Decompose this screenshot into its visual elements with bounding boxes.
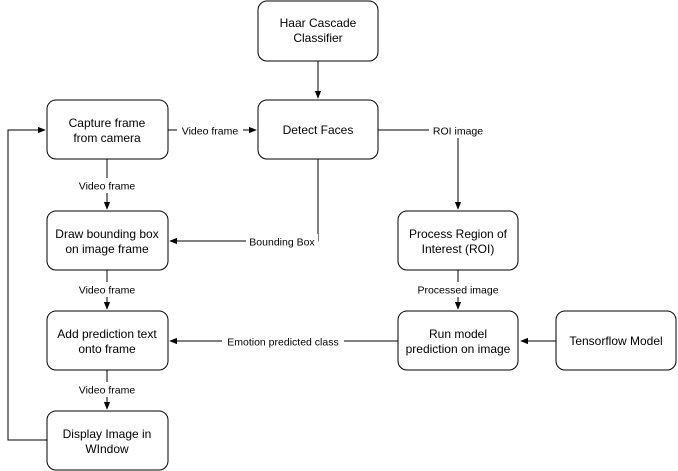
node-process-line1: Process Region of [409, 227, 508, 241]
edge-label-capture-detect: Video frame [177, 123, 243, 138]
node-process-roi: Process Region of Interest (ROI) [397, 210, 519, 271]
node-display-image: Display Image in WIndow [46, 410, 169, 471]
edge-label-detect-process: ROI image [429, 123, 488, 138]
node-run-model: Run model prediction on image [397, 310, 519, 371]
node-run-line2: prediction on image [406, 342, 511, 356]
edge-label-draw-add-text: Video frame [79, 285, 136, 297]
edge-label-capture-draw: Video frame [74, 178, 140, 193]
node-detect-faces: Detect Faces [257, 99, 379, 160]
node-capture-line2: from camera [73, 131, 141, 145]
node-add-line1: Add prediction text [57, 327, 157, 341]
node-add-line2: onto frame [78, 342, 136, 356]
node-display-line1: Display Image in [63, 427, 152, 441]
node-draw-line2: on image frame [65, 242, 149, 256]
node-haar-line2: Classifier [293, 31, 342, 45]
edge-label-capture-draw-text: Video frame [79, 181, 136, 193]
edge-label-detect-process-text: ROI image [433, 126, 483, 138]
edge-detect-to-process [378, 129, 462, 210]
edge-label-process-run: Processed image [412, 282, 504, 297]
node-add-prediction-text: Add prediction text onto frame [46, 310, 169, 371]
edge-label-run-add-text: Emotion predicted class [227, 337, 338, 349]
edge-label-run-add: Emotion predicted class [222, 334, 344, 349]
node-draw-bounding-box: Draw bounding box on image frame [46, 210, 169, 271]
edge-label-process-run-text: Processed image [417, 285, 498, 297]
edge-label-detect-draw: Bounding Box [246, 234, 318, 249]
edge-label-add-display-text: Video frame [79, 385, 136, 397]
node-tensorflow-model: Tensorflow Model [555, 310, 677, 371]
edge-display-to-capture [7, 126, 47, 441]
node-run-line1: Run model [429, 327, 487, 341]
edge-label-add-display: Video frame [74, 382, 140, 397]
edge-label-capture-detect-text: Video frame [182, 126, 239, 138]
node-display-line2: WIndow [85, 442, 129, 456]
node-detect-line1: Detect Faces [283, 123, 354, 137]
node-process-line2: Interest (ROI) [422, 242, 495, 256]
edge-detect-to-draw [169, 159, 319, 245]
node-capture-frame: Capture frame from camera [46, 99, 169, 160]
node-haar-line1: Haar Cascade [280, 16, 357, 30]
node-draw-line1: Draw bounding box [55, 227, 158, 241]
node-capture-line1: Capture frame [69, 116, 146, 130]
node-haar-cascade: Haar Cascade Classifier [257, 0, 379, 62]
edge-label-draw-add: Video frame [74, 282, 140, 297]
edge-label-detect-draw-text: Bounding Box [249, 237, 315, 249]
node-tensorflow-line1: Tensorflow Model [569, 334, 662, 348]
